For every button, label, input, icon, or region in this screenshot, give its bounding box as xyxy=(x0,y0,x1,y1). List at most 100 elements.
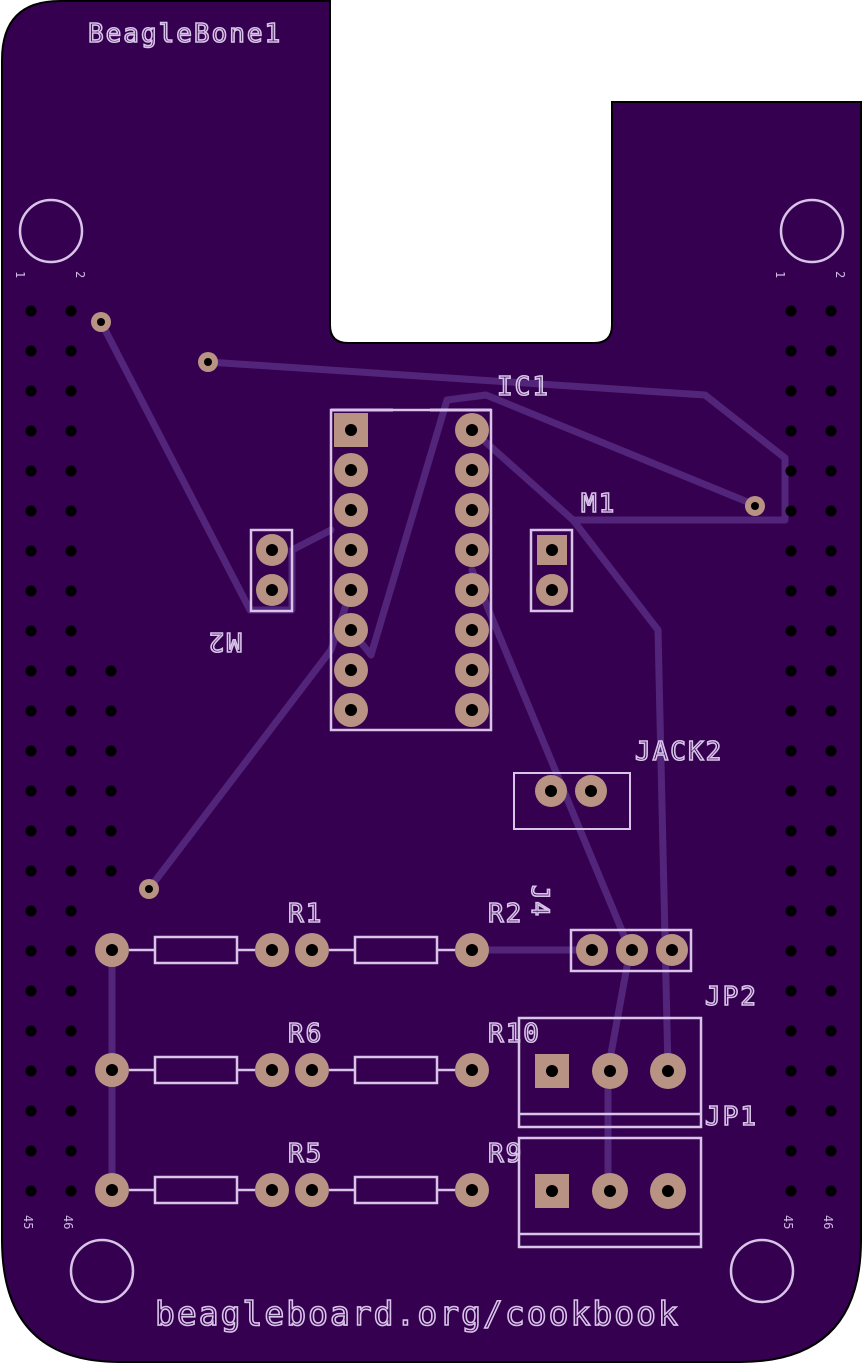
ic1-pad-hole xyxy=(466,424,478,436)
header-hole xyxy=(25,745,37,757)
header-hole xyxy=(825,425,837,437)
resistor-pad-hole xyxy=(466,1064,478,1076)
header-hole xyxy=(25,425,37,437)
header-hole xyxy=(825,825,837,837)
board-name-label: BeagleBone1 xyxy=(88,19,282,49)
header-hole xyxy=(105,785,117,797)
header-hole xyxy=(65,385,77,397)
header-hole xyxy=(25,625,37,637)
header-hole xyxy=(65,1145,77,1157)
mounting-hole xyxy=(779,198,845,264)
header-hole xyxy=(825,505,837,517)
resistor-pad-hole xyxy=(106,944,118,956)
trace xyxy=(468,566,634,1194)
header-hole xyxy=(105,665,117,677)
trace xyxy=(347,391,759,659)
header-hole xyxy=(25,505,37,517)
header-hole xyxy=(825,985,837,997)
ic1-pad-hole xyxy=(466,704,478,716)
m1-pad-hole xyxy=(546,544,558,556)
jp2-footprint: JP2 xyxy=(517,981,757,1129)
resistor-body xyxy=(153,1055,239,1085)
header-hole xyxy=(25,785,37,797)
header-hole xyxy=(65,945,77,957)
resistor-pad-hole xyxy=(306,944,318,956)
header-hole xyxy=(785,425,797,437)
header-hole xyxy=(825,545,837,557)
ic1-footprint: IC1 xyxy=(329,371,549,732)
header-hole xyxy=(785,865,797,877)
header-hole xyxy=(25,345,37,357)
resistor-label: R10 xyxy=(488,1019,541,1049)
resistor-label: R9 xyxy=(488,1139,523,1169)
header-hole xyxy=(65,785,77,797)
ic1-pad-hole xyxy=(466,544,478,556)
header-hole xyxy=(25,1025,37,1037)
header-hole xyxy=(65,665,77,677)
ic1-pad-hole xyxy=(345,584,357,596)
header-hole xyxy=(825,1025,837,1037)
mounting-hole xyxy=(18,198,84,264)
header-hole xyxy=(25,385,37,397)
header-hole xyxy=(785,905,797,917)
jp2-pad-hole xyxy=(546,1065,558,1077)
ic1-pad-hole xyxy=(345,624,357,636)
header-hole xyxy=(825,385,837,397)
header-hole xyxy=(785,665,797,677)
header-hole xyxy=(25,985,37,997)
header-hole xyxy=(25,665,37,677)
header-hole xyxy=(25,545,37,557)
m2-outline xyxy=(249,528,294,613)
right-header-pin2-label: 2 xyxy=(833,271,847,278)
jack2-outline xyxy=(513,772,631,830)
resistor-pad-hole xyxy=(266,944,278,956)
header-hole xyxy=(785,1025,797,1037)
j4-pad-hole xyxy=(626,944,638,956)
header-hole xyxy=(825,1065,837,1077)
header-hole xyxy=(25,465,37,477)
header-hole xyxy=(825,865,837,877)
ic1-pad-hole xyxy=(466,504,478,516)
header-hole xyxy=(65,305,77,317)
header-hole xyxy=(825,345,837,357)
header-hole xyxy=(25,1105,37,1117)
header-hole xyxy=(825,945,837,957)
ic1-pad-hole xyxy=(466,464,478,476)
jack2-pad-hole xyxy=(545,785,557,797)
m2-pad-hole xyxy=(266,544,278,556)
header-hole xyxy=(25,305,37,317)
right-header-pin1-label: 1 xyxy=(773,271,787,278)
resistor-pad-hole xyxy=(106,1184,118,1196)
header-hole xyxy=(65,425,77,437)
header-hole xyxy=(65,905,77,917)
via-hole xyxy=(145,885,153,893)
jp1-footprint: JP1 xyxy=(517,1101,757,1249)
header-hole xyxy=(25,705,37,717)
header-hole xyxy=(65,1185,77,1197)
jack2-footprint: JACK2 xyxy=(513,736,722,830)
header-hole xyxy=(825,905,837,917)
header-hole xyxy=(785,1105,797,1117)
header-hole xyxy=(785,1065,797,1077)
j4-pad-hole xyxy=(666,944,678,956)
header-hole xyxy=(785,625,797,637)
m1-footprint: M1 xyxy=(529,488,615,613)
header-hole xyxy=(25,1145,37,1157)
ic1-pad-hole xyxy=(345,544,357,556)
header-hole xyxy=(65,585,77,597)
header-hole xyxy=(65,505,77,517)
header-hole xyxy=(785,585,797,597)
header-hole xyxy=(825,745,837,757)
footer-url-label: beagleboard.org/cookbook xyxy=(155,1294,680,1333)
resistor-body xyxy=(353,1055,439,1085)
jp2-pad-hole xyxy=(604,1065,616,1077)
header-hole xyxy=(785,545,797,557)
header-hole xyxy=(65,865,77,877)
header-hole xyxy=(25,1065,37,1077)
header-hole xyxy=(65,705,77,717)
header-hole xyxy=(785,345,797,357)
header-hole xyxy=(785,985,797,997)
ic1-pad-hole xyxy=(466,624,478,636)
trace xyxy=(204,358,789,524)
